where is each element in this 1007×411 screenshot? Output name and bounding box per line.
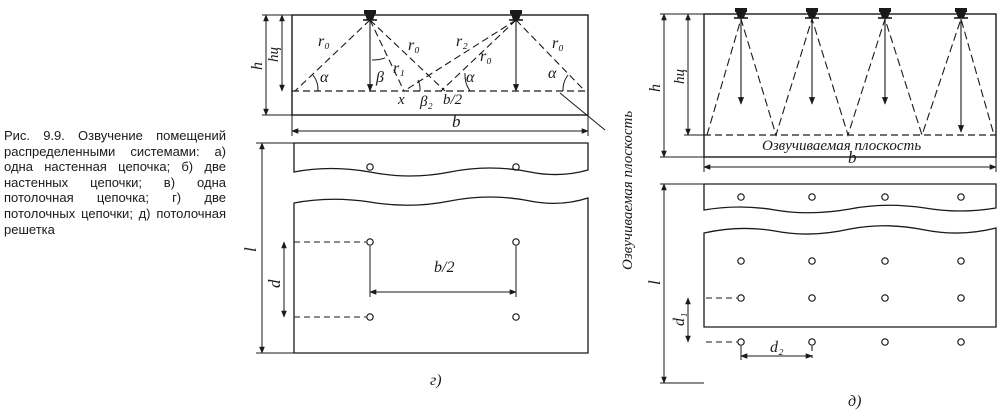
angle-arc [371, 57, 386, 61]
room-section-d [703, 13, 997, 158]
point-label-x: x [397, 92, 405, 108]
dim-label-d: d [265, 279, 284, 288]
speaker-point [366, 313, 374, 321]
caption-title: Рис. 9.9. Озвучение помещений распределе… [4, 128, 226, 159]
dim-label-l: l [241, 247, 260, 252]
dim-label-d1: d₁ [671, 312, 688, 326]
caption-item-d: г) две потолочных цепочки; [4, 190, 226, 221]
figure-d: Озвучиваемая плоскость h hц b [645, 7, 997, 410]
angle-label: α [548, 65, 557, 82]
speaker-point [512, 163, 520, 171]
plan-main-d [703, 225, 997, 328]
caption-item-b: б) две настенных цепочки; [4, 159, 226, 190]
dim-label-hc: hц [266, 47, 282, 62]
point-label-half-b: b/2 [443, 92, 463, 108]
caption-item-e: д) потолочная решетка [4, 205, 226, 237]
dim-label-hc: hц [672, 69, 688, 84]
plan-main-g [293, 196, 589, 354]
plane-leader [559, 92, 606, 131]
dim-label-b: b [848, 148, 857, 167]
ray-label: r₀ [408, 37, 420, 54]
angle-label: β₂ [419, 94, 433, 110]
caption-item-c: в) одна потолочная цепочка; [4, 174, 226, 206]
sound-rays-g [294, 19, 586, 92]
speaker-point [366, 163, 374, 171]
dim-label-h: h [647, 84, 664, 92]
panel-label-g: г) [430, 372, 442, 389]
vertical-rays-d [737, 19, 965, 133]
panel-label-d: д) [848, 393, 861, 410]
sound-rays-d [706, 17, 995, 137]
angle-label: α [466, 69, 475, 86]
figure-g: r₀ r₀ r₁ r₂ r₀ r₀ α β β₂ α α x b/2 Озвуч… [241, 9, 636, 389]
caption-item-a: а) одна настенная цепочка; [4, 143, 226, 175]
ray-label: r₀ [480, 48, 492, 65]
plane-label-d: Озвучиваемая плоскость [762, 138, 921, 154]
dim-label-h: h [249, 62, 266, 70]
speaker-icon [953, 7, 969, 19]
plane-label-g: Озвучиваемая плоскость [620, 111, 636, 270]
angle-arc [417, 79, 421, 92]
plan-strip-g [293, 142, 589, 177]
speaker-icon [733, 7, 749, 19]
plan-strip-d [703, 183, 997, 214]
ray-label: r₂ [456, 33, 468, 50]
dim-label-d2: d₂ [770, 339, 784, 356]
speaker-icon [804, 7, 820, 19]
angle-arc [464, 72, 471, 92]
ray-label: r₀ [552, 35, 564, 52]
ray-label: r₀ [318, 33, 330, 50]
angle-label: β [375, 69, 384, 86]
speaker-icon [877, 7, 893, 19]
figure-caption: Рис. 9.9. Озвучение помещений распределе… [4, 128, 226, 237]
speaker-point [512, 238, 520, 246]
speaker-points-strip [737, 193, 965, 201]
room-section-g [291, 14, 589, 116]
angle-arc [562, 74, 569, 92]
dim-label-l: l [645, 280, 664, 285]
speaker-grid-d [737, 257, 965, 346]
speaker-point [366, 238, 374, 246]
ray-label: r₁ [393, 60, 405, 77]
dim-label-b: b [452, 112, 461, 131]
speaker-point [512, 313, 520, 321]
dim-label-b-half: b/2 [434, 259, 454, 276]
angle-arc [312, 74, 319, 92]
angle-label: α [320, 69, 329, 86]
